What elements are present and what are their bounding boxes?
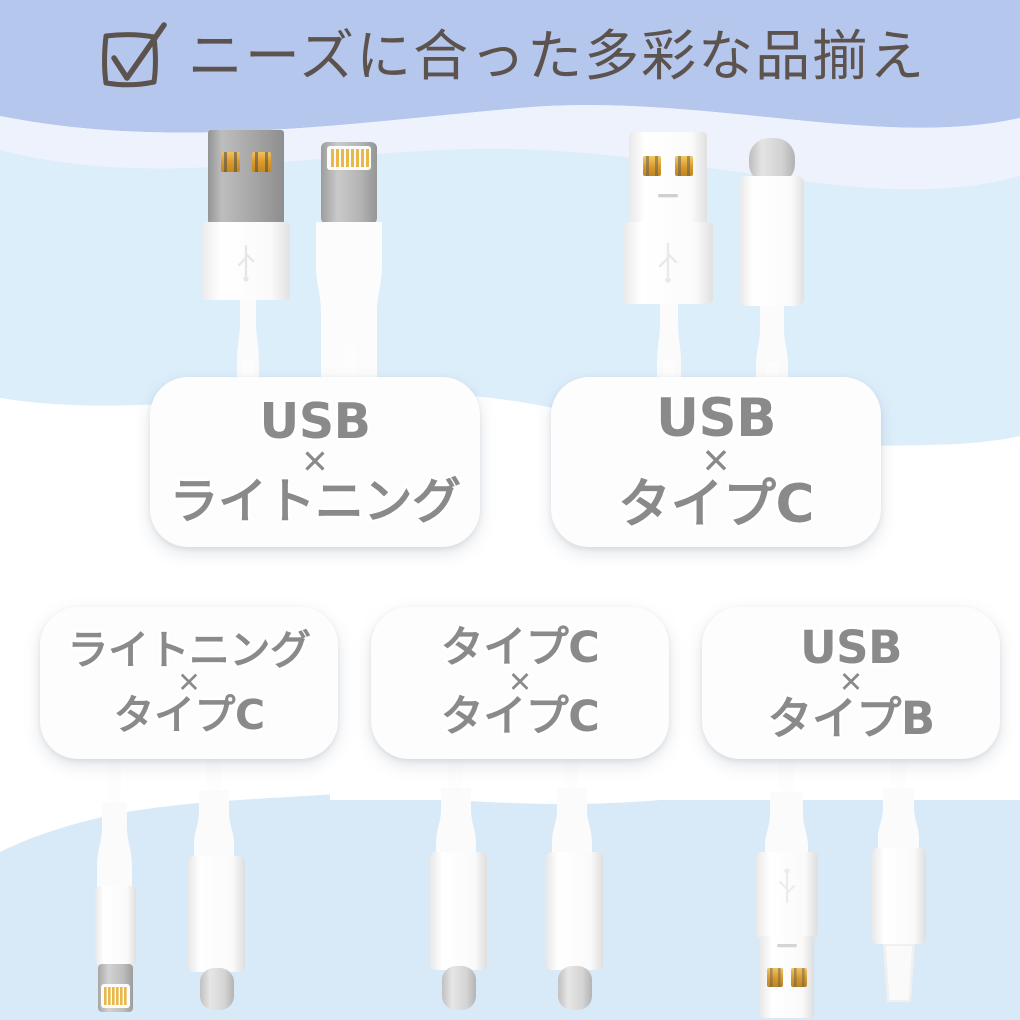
usb-a-connector — [756, 756, 818, 1018]
label-line-1: USB — [257, 393, 373, 451]
label-line-2: タイプB — [765, 691, 938, 745]
label-lightning-typec[interactable]: ライトニング ✕ タイプC — [40, 607, 338, 759]
cable-typec-typec — [424, 756, 634, 1020]
label-line-1: USB — [653, 388, 779, 450]
page-title: ニーズに合った多彩な品揃え — [187, 23, 927, 88]
label-separator: ✕ — [299, 441, 331, 481]
label-separator: ✕ — [699, 442, 732, 482]
label-separator: ✕ — [506, 665, 534, 700]
label-line-2: タイプC — [438, 691, 602, 742]
cable-usb-typec — [612, 128, 832, 398]
checkbox-checked-icon — [94, 21, 168, 93]
usb-c-connector — [430, 756, 487, 1010]
label-line-2: タイプC — [111, 691, 268, 740]
usb-c-connector — [188, 756, 245, 1010]
cable-lightning-typec — [78, 756, 308, 1020]
usb-a-connector — [623, 132, 713, 398]
label-line-2: タイプC — [616, 474, 817, 535]
label-usb-typeb[interactable]: USB ✕ タイプB — [702, 607, 1000, 759]
cable-usb-typeb — [744, 756, 974, 1020]
usb-c-connector — [740, 138, 804, 398]
label-usb-typec[interactable]: USB ✕ タイプC — [551, 377, 881, 547]
label-typec-typec[interactable]: タイプC ✕ タイプC — [371, 607, 669, 759]
label-line-1: ライトニング — [65, 625, 314, 674]
usb-c-connector — [546, 756, 603, 1010]
label-separator: ✕ — [837, 665, 865, 700]
label-separator: ✕ — [175, 665, 203, 699]
header: ニーズに合った多彩な品揃え — [0, 0, 1020, 112]
label-usb-lightning[interactable]: USB ✕ ライトニング — [150, 377, 480, 547]
usb-a-connector — [202, 130, 290, 398]
label-line-1: USB — [798, 621, 905, 675]
label-line-1: タイプC — [438, 623, 602, 674]
type-b-connector — [872, 756, 926, 1002]
cable-usb-lightning — [190, 128, 410, 398]
label-line-2: ライトニング — [167, 473, 464, 531]
lightning-connector — [316, 142, 382, 398]
lightning-connector — [95, 756, 136, 1012]
